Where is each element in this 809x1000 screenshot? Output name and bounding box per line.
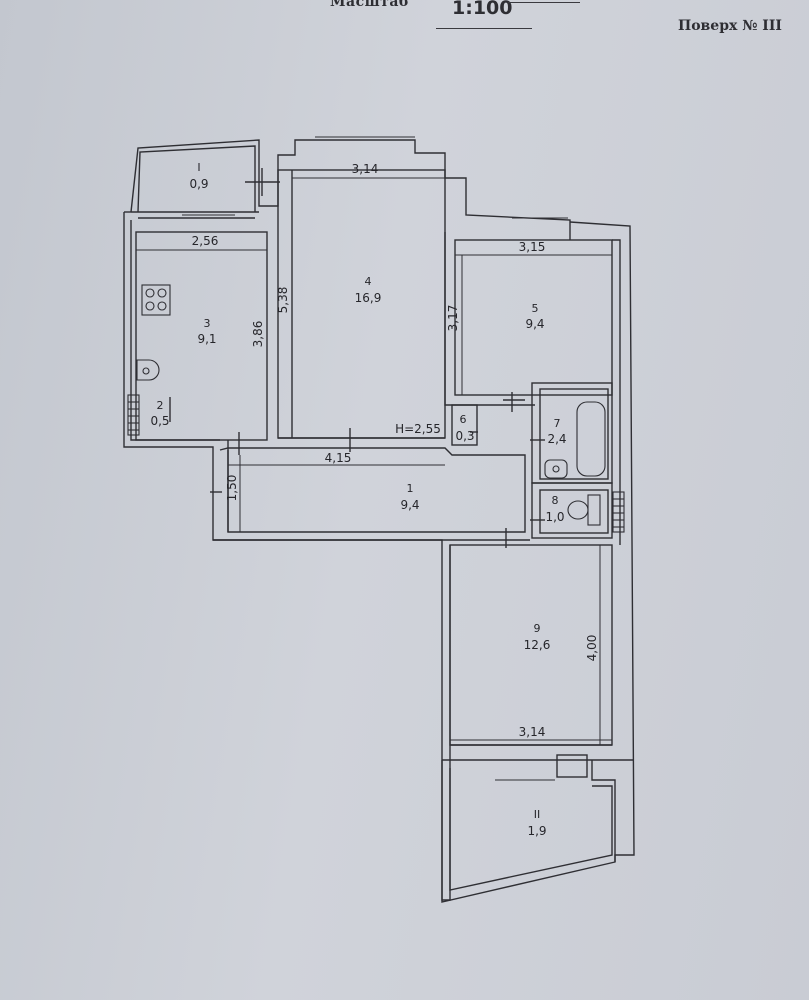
scale-value: 1:100 (452, 0, 513, 19)
dim-corridor-height: 1,50 (225, 475, 239, 502)
room-6-outline (451, 404, 478, 446)
room-area-3: 9,1 (197, 332, 216, 346)
washbasin-icon (544, 459, 568, 479)
dim-room4-width: 3,14 (352, 162, 379, 176)
dim-room9-length: 4,00 (585, 635, 599, 662)
room-number-4: 4 (365, 275, 372, 288)
room-number-1: 1 (407, 482, 414, 495)
room-number-II: II (534, 808, 541, 821)
room-area-5: 9,4 (525, 317, 544, 331)
scale-underline (436, 28, 532, 29)
room-area-6: 0,3 (455, 429, 474, 443)
room-number-3: 3 (204, 317, 211, 330)
room-area-2: 0,5 (150, 414, 169, 428)
room-number-5: 5 (532, 302, 539, 315)
room-8-outline (531, 482, 613, 539)
dim-room9-width: 3,14 (519, 725, 546, 739)
dim-room5-length: 3,17 (446, 305, 460, 332)
room-number-2: 2 (157, 399, 164, 412)
dim-room5-width: 3,15 (519, 240, 546, 254)
room-area-4: 16,9 (355, 291, 382, 305)
room-7-outline (531, 382, 613, 484)
dim-room3-length: 3,86 (251, 321, 265, 348)
outer-wall-right (569, 221, 635, 862)
dim-room4-length: 5,38 (276, 287, 290, 314)
room-area-II: 1,9 (527, 824, 546, 838)
stove-icon (141, 284, 171, 316)
dim-corridor-width: 4,15 (325, 451, 352, 465)
dim-room3-width: 2,56 (192, 234, 219, 248)
room-5-outline (454, 239, 613, 396)
room-area-1: 9,4 (400, 498, 419, 512)
room-number-7: 7 (554, 417, 561, 430)
bathtub-icon (576, 401, 606, 477)
room-area-7: 2,4 (547, 432, 566, 446)
room-area-9: 12,6 (524, 638, 551, 652)
kitchen-sink-icon (136, 359, 160, 381)
ceiling-height-label: H=2,55 (395, 422, 441, 436)
floor-label: Поверх № III (678, 18, 782, 34)
room-number-9: 9 (534, 622, 541, 635)
room-number-6: 6 (460, 413, 467, 426)
room-number-8: 8 (552, 494, 559, 507)
balcony-1-inner (137, 145, 256, 213)
radiator-icon (127, 394, 140, 436)
outer-wall-left (123, 212, 451, 901)
corridor-outline (219, 447, 526, 533)
balcony-1-outline (130, 139, 571, 240)
header-rule (508, 2, 580, 3)
room-labels: I 0,9 2 0,5 3 9,1 4 16,9 5 9,4 6 0,3 7 2… (150, 161, 566, 838)
radiator-bathroom-icon (612, 491, 625, 533)
dimension-labels: 3,14 5,38 2,56 3,86 3,15 3,17 4,15 1,50 … (192, 162, 599, 739)
dimension-lines (136, 177, 612, 745)
room-number-I: I (197, 161, 200, 174)
fixtures (127, 284, 625, 533)
walls (123, 136, 635, 903)
scale-label: Масштаб (330, 0, 409, 10)
balcony-2-outline (441, 760, 616, 903)
door-marks (169, 168, 588, 778)
room-area-I: 0,9 (189, 177, 208, 191)
toilet-icon (567, 494, 601, 526)
room-area-8: 1,0 (545, 510, 564, 524)
